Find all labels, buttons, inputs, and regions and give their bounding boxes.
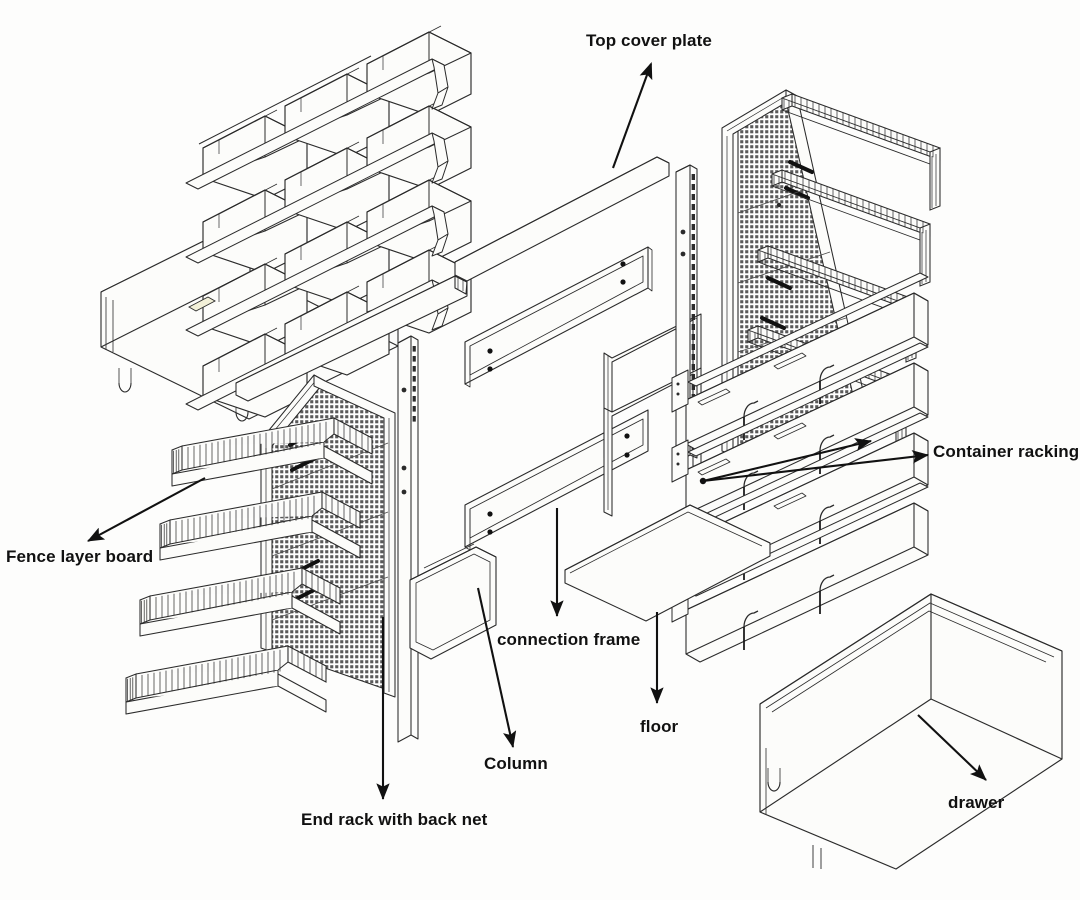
column-post-left <box>397 335 419 743</box>
leader-lines <box>87 62 987 801</box>
label-drawer: drawer <box>948 793 1005 812</box>
leader-top-cover-plate <box>612 62 653 169</box>
top-cover-plate-part <box>454 156 670 295</box>
leader-drawer <box>917 714 987 781</box>
label-connection-frame: connection frame <box>497 630 641 649</box>
leader-container-racking <box>702 450 930 483</box>
floor-panel <box>564 504 771 622</box>
label-end-rack-with-back-net: End rack with back net <box>301 810 488 829</box>
label-fence-layer-board: Fence layer board <box>6 547 154 566</box>
leader-fence-layer-board <box>87 477 206 542</box>
connection-frame-lower <box>464 409 649 551</box>
column-plate <box>409 543 497 660</box>
label-container-racking: Container racking <box>933 442 1080 461</box>
label-column: Column <box>484 754 548 773</box>
connection-frame-upper <box>464 246 653 388</box>
label-top-cover-plate: Top cover plate <box>586 31 712 50</box>
fence-layer-boards-left <box>125 417 373 715</box>
leader-container-racking-2 <box>702 438 873 483</box>
label-floor: floor <box>640 717 679 736</box>
drawer-box <box>759 593 1063 870</box>
leader-column <box>476 587 517 749</box>
